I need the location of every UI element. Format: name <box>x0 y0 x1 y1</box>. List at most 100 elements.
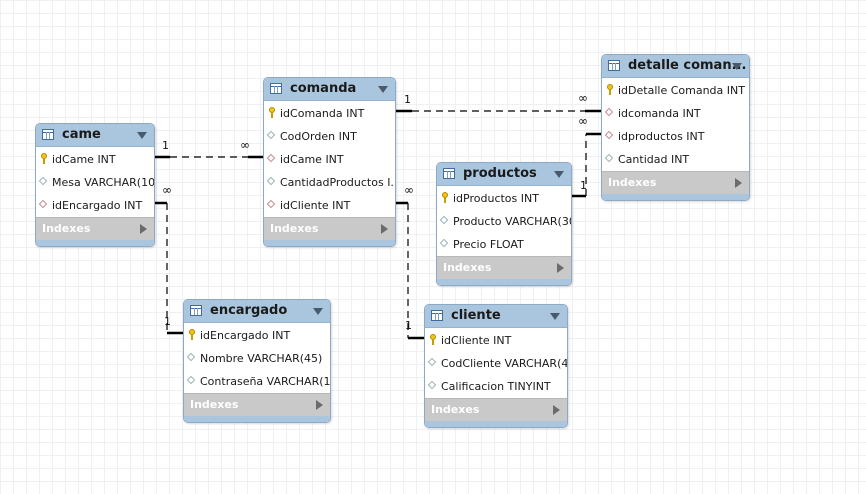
table-title: productos <box>463 166 537 181</box>
primary-key-icon <box>41 153 47 164</box>
column-row[interactable]: CantidadProductos I... <box>264 171 395 194</box>
expand-arrow-icon[interactable] <box>140 224 147 234</box>
cardinality-many: ∞ <box>578 114 588 128</box>
column-diamond-icon <box>186 352 196 362</box>
column-label: Calificacion TINYINT <box>441 380 551 393</box>
expand-arrow-icon[interactable] <box>557 263 564 273</box>
rel-encargado-came[interactable] <box>154 201 183 335</box>
primary-key-icon <box>189 329 195 340</box>
column-diamond-icon <box>38 176 48 186</box>
cardinality-one: 1 <box>580 179 587 192</box>
expand-arrow-icon[interactable] <box>381 224 388 234</box>
indexes-section[interactable]: Indexes <box>602 171 749 194</box>
table-cliente[interactable]: cliente idCliente INT CodCliente VARCHAR… <box>424 304 568 428</box>
column-label: idCliente INT <box>441 334 512 347</box>
column-diamond-icon <box>186 375 196 385</box>
foreign-key-diamond-icon <box>266 199 276 209</box>
table-encargado[interactable]: encargado idEncargado INT Nombre VARCHAR… <box>183 299 331 423</box>
table-icon <box>270 83 282 94</box>
column-row[interactable]: idProductos INT <box>437 187 571 210</box>
cardinality-many: ∞ <box>162 183 172 197</box>
column-label: Contraseña VARCHAR(1... <box>200 375 331 388</box>
column-row[interactable]: idCliente INT <box>264 194 395 217</box>
column-label: Precio FLOAT <box>453 238 524 251</box>
cardinality-one: 1 <box>162 139 169 152</box>
table-header[interactable]: detalle coman... <box>602 55 749 78</box>
collapse-toggle-icon[interactable] <box>554 171 564 178</box>
cardinality-one: 1 <box>405 319 412 332</box>
column-row[interactable]: idCame INT <box>264 148 395 171</box>
column-row[interactable]: Precio FLOAT <box>437 233 571 256</box>
column-diamond-icon <box>439 215 449 225</box>
rel-cliente-comanda[interactable] <box>395 201 424 340</box>
column-label: idEncargado INT <box>200 329 291 342</box>
column-label: CodCliente VARCHAR(4... <box>441 357 568 370</box>
column-row[interactable]: idEncargado INT <box>184 324 330 347</box>
table-header[interactable]: productos <box>437 163 571 186</box>
table-header[interactable]: came <box>36 124 154 147</box>
indexes-section[interactable]: Indexes <box>264 217 395 240</box>
column-row[interactable]: idproductos INT <box>602 125 749 148</box>
column-label: idCame INT <box>280 153 344 166</box>
rel-productos-detalle[interactable] <box>571 132 601 198</box>
table-productos[interactable]: productos idProductos INT Producto VARCH… <box>436 162 572 286</box>
column-label: idCliente INT <box>280 199 351 212</box>
table-came[interactable]: came idCame INT Mesa VARCHAR(10) idEncar… <box>35 123 155 247</box>
column-row[interactable]: Calificacion TINYINT <box>425 375 567 398</box>
table-footer <box>437 279 571 285</box>
column-row[interactable]: CodCliente VARCHAR(4... <box>425 352 567 375</box>
column-row[interactable]: idCliente INT <box>425 329 567 352</box>
collapse-toggle-icon[interactable] <box>313 308 323 315</box>
column-row[interactable]: Cantidad INT <box>602 148 749 171</box>
table-title: cliente <box>451 308 501 323</box>
column-diamond-icon <box>266 130 276 140</box>
expand-arrow-icon[interactable] <box>735 178 742 188</box>
column-label: Cantidad INT <box>618 153 690 166</box>
column-label: Nombre VARCHAR(45) <box>200 352 323 365</box>
expand-arrow-icon[interactable] <box>553 405 560 415</box>
column-diamond-icon <box>604 153 614 163</box>
table-footer <box>425 421 567 427</box>
foreign-key-diamond-icon <box>604 130 614 140</box>
cardinality-many: ∞ <box>240 138 250 152</box>
column-row[interactable]: idCame INT <box>36 148 154 171</box>
indexes-label: Indexes <box>608 176 657 189</box>
foreign-key-diamond-icon <box>38 199 48 209</box>
column-label: Producto VARCHAR(30) <box>453 215 572 228</box>
column-row[interactable]: Contraseña VARCHAR(1... <box>184 370 330 393</box>
column-row[interactable]: Nombre VARCHAR(45) <box>184 347 330 370</box>
table-icon <box>42 129 54 140</box>
table-icon <box>608 60 620 71</box>
table-footer <box>602 194 749 200</box>
indexes-label: Indexes <box>270 222 319 235</box>
table-footer <box>36 240 154 246</box>
table-header[interactable]: encargado <box>184 300 330 323</box>
collapse-toggle-icon[interactable] <box>137 132 147 139</box>
collapse-toggle-icon[interactable] <box>378 86 388 93</box>
collapse-toggle-icon[interactable] <box>732 63 742 70</box>
indexes-section[interactable]: Indexes <box>437 256 571 279</box>
column-row[interactable]: idComanda INT <box>264 102 395 125</box>
column-row[interactable]: idDetalle Comanda INT <box>602 79 749 102</box>
column-row[interactable]: idEncargado INT <box>36 194 154 217</box>
column-row[interactable]: CodOrden INT <box>264 125 395 148</box>
table-detalle-comanda[interactable]: detalle coman... idDetalle Comanda INT i… <box>601 54 750 201</box>
expand-arrow-icon[interactable] <box>316 400 323 410</box>
cardinality-many: ∞ <box>404 183 414 197</box>
collapse-toggle-icon[interactable] <box>550 313 560 320</box>
table-footer <box>184 416 330 422</box>
indexes-section[interactable]: Indexes <box>425 398 567 421</box>
column-row[interactable]: Producto VARCHAR(30) <box>437 210 571 233</box>
indexes-section[interactable]: Indexes <box>36 217 154 240</box>
table-header[interactable]: cliente <box>425 305 567 328</box>
column-diamond-icon <box>427 380 437 390</box>
primary-key-icon <box>607 84 613 95</box>
column-row[interactable]: idcomanda INT <box>602 102 749 125</box>
column-row[interactable]: Mesa VARCHAR(10) <box>36 171 154 194</box>
column-label: idEncargado INT <box>52 199 143 212</box>
indexes-section[interactable]: Indexes <box>184 393 330 416</box>
table-header[interactable]: comanda <box>264 78 395 101</box>
table-comanda[interactable]: comanda idComanda INT CodOrden INT idCam… <box>263 77 396 247</box>
indexes-label: Indexes <box>431 403 480 416</box>
